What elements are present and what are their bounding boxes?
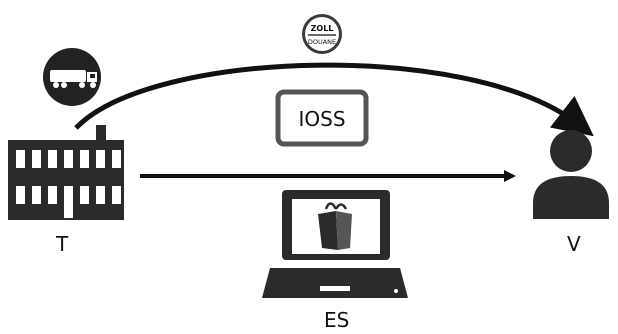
- goods-flow-arrow: [74, 62, 594, 137]
- trader-label: T: [56, 232, 69, 256]
- ioss-box: IOSS: [275, 89, 369, 147]
- consumer-label: V: [567, 232, 581, 256]
- ioss-label: IOSS: [298, 107, 345, 131]
- customs-line-2: DOUANE: [308, 38, 336, 46]
- marketplace-label: ES: [324, 308, 350, 332]
- truck-icon: [43, 48, 101, 106]
- order-flow-arrow: [140, 170, 516, 182]
- shopping-bag-icon: [318, 202, 352, 250]
- customs-line-1: ZOLL: [311, 24, 334, 33]
- person-icon: [533, 130, 609, 219]
- factory-building-icon: [8, 125, 124, 220]
- customs-stamp-icon: ZOLL DOUANE: [302, 14, 342, 54]
- laptop-shopping-bag-icon: [262, 190, 408, 298]
